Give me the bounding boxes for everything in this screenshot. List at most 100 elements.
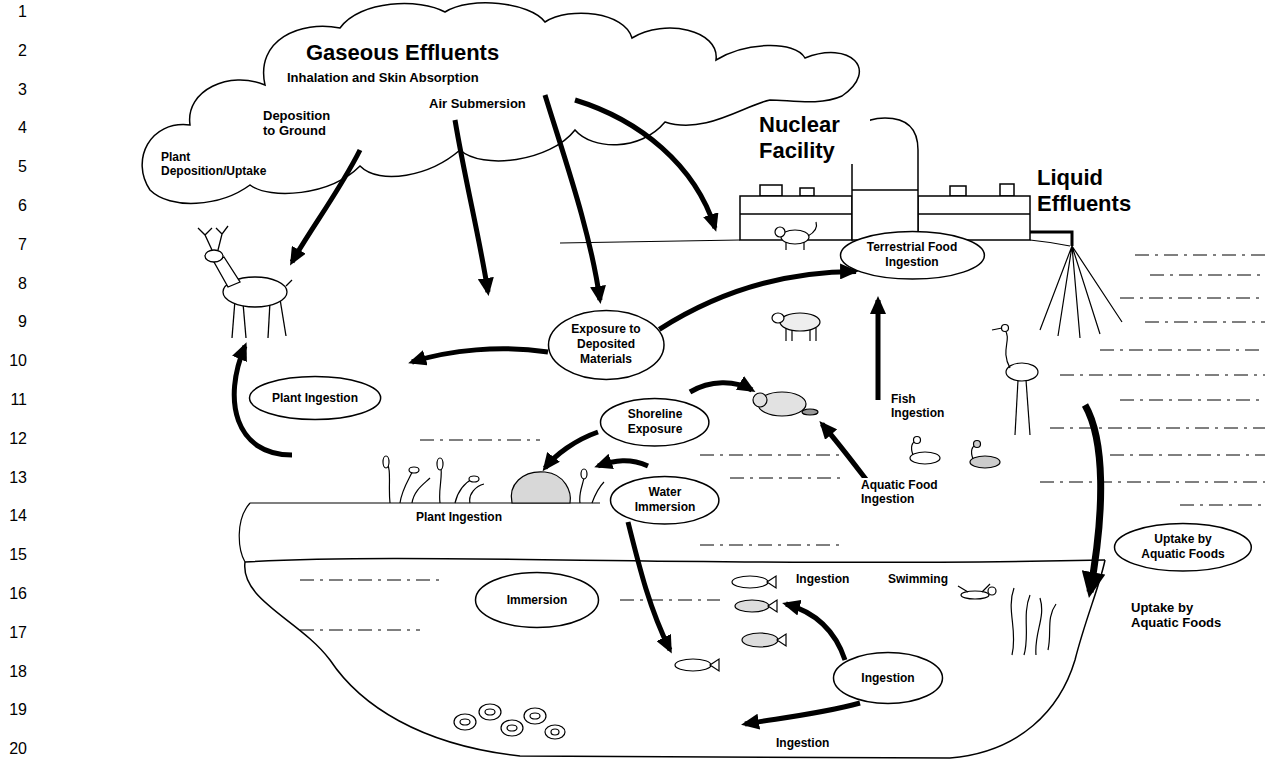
- animal-figures-part: [753, 393, 767, 407]
- fish-figures-part: [767, 576, 776, 588]
- pathway-name: Shoreline Exposure: [620, 407, 690, 437]
- immersion-ellipse: Water Immersion: [609, 475, 720, 526]
- pathway-label: Fish Ingestion: [890, 392, 954, 420]
- heron-figure-part: [992, 328, 1002, 330]
- pathway-arrows-part: [455, 120, 488, 292]
- pathway-arrows: [234, 95, 1100, 724]
- shore-plants-part: [386, 460, 604, 503]
- pathway-label: Ingestion: [775, 736, 830, 750]
- water-lines-part: [300, 440, 850, 630]
- deer-figure-part: [268, 302, 270, 338]
- seaweed-and-swimmer-part: [958, 584, 990, 592]
- heron-figure-part: [1006, 363, 1038, 381]
- duck-figures-part: [910, 452, 940, 464]
- nuclear-facility-part: [852, 189, 918, 191]
- seaweed-and-swimmer-part: [1011, 588, 1056, 655]
- shore-plants-part: [469, 476, 479, 482]
- pathway-arrows-part: [745, 703, 860, 724]
- pathway-arrows-part: [545, 95, 600, 300]
- clam-figures-part: [524, 708, 546, 724]
- seaweed-and-swimmer-part: [961, 591, 989, 599]
- water-basin-part: [245, 559, 1105, 563]
- nuclear-facility-part: [760, 185, 782, 196]
- line-number: 16: [2, 584, 28, 603]
- animal-figures-part: [772, 313, 784, 323]
- cloud-outline: [142, 3, 859, 204]
- fish-figures: [675, 576, 786, 671]
- animal-figures-part: [809, 329, 810, 341]
- clam-figures-part: [454, 714, 476, 730]
- ellipse-text-group: Plant Ingestion: [272, 391, 358, 406]
- animal-figures-part: [785, 242, 786, 250]
- pathway-arrows-part: [876, 300, 881, 400]
- nuclear-facility-part: [950, 186, 966, 196]
- fish-figures-part: [675, 659, 711, 671]
- duck-figures-part: [914, 437, 921, 444]
- ellipse-shape: [476, 573, 599, 628]
- animal-figures-part: [803, 242, 804, 250]
- deer-figure-part: [280, 299, 286, 336]
- cloud-outline-part: [142, 3, 859, 204]
- pathway-arrows-part: [575, 100, 715, 228]
- ellipse-text-group: Uptake by Aquatic Foods: [1138, 532, 1228, 562]
- ellipse-text-group: Ingestion: [861, 671, 914, 686]
- animal-figures-part: [780, 313, 820, 331]
- pathway-label: Swimming: [887, 572, 949, 586]
- outfall-pipe-part: [1040, 246, 1122, 338]
- shore-plants-part: [409, 467, 419, 473]
- line-number: 19: [2, 700, 28, 719]
- ellipse-text-group: Shoreline Exposure: [620, 407, 690, 437]
- fish-figures-part: [710, 659, 719, 671]
- immersion-ellipse: Immersion: [474, 571, 600, 629]
- pathway-name: Exposure to Deposited Materials: [569, 322, 644, 367]
- ellipse-text-group: Exposure to Deposited Materials: [569, 322, 644, 367]
- ellipse-shape: [548, 311, 664, 380]
- pathway-label: Air Submersion: [428, 96, 527, 111]
- pathway-name: Uptake by Aquatic Foods: [1138, 532, 1228, 562]
- deer-figure-part: [198, 226, 228, 250]
- water-lines: [300, 255, 1265, 630]
- deer-figure: [198, 226, 292, 338]
- fish-figures-part: [742, 633, 778, 647]
- pathway-name: Water Immersion: [630, 485, 700, 515]
- source-label: Nuclear Facility: [758, 112, 870, 164]
- pathway-label: Plant Ingestion: [415, 510, 503, 524]
- fish-figures-part: [768, 600, 777, 612]
- line-number: 2: [2, 41, 28, 60]
- shore-lines: [239, 240, 1070, 562]
- pathway-name: Terrestrial Food Ingestion: [864, 240, 959, 270]
- seaweed-and-swimmer-part: [988, 587, 996, 595]
- outfall-pipe: [1030, 232, 1122, 338]
- pathway-name: Plant Ingestion: [272, 391, 358, 406]
- duck-figures-part: [970, 456, 1000, 468]
- line-number: 20: [2, 739, 28, 758]
- outfall-pipe-part: [1030, 232, 1072, 246]
- pathway-arrows-part: [292, 150, 360, 262]
- clam-figures-part: [507, 725, 517, 731]
- line-number: 1: [2, 2, 28, 21]
- shore-lines-part: [239, 503, 250, 562]
- pathway-label: Uptake by Aquatic Foods: [1130, 600, 1227, 630]
- pathway-label: Inhalation and Skin Absorption: [286, 70, 480, 85]
- line-number: 12: [2, 429, 28, 448]
- line-number: 15: [2, 545, 28, 564]
- pathway-name: Immersion: [507, 593, 568, 608]
- nuclear-facility-part: [1000, 184, 1014, 196]
- pathway-label: Deposition to Ground: [262, 108, 342, 138]
- water-basin: [245, 559, 1105, 758]
- heron-figure-part: [1005, 330, 1010, 368]
- shore-plants: [383, 456, 604, 503]
- ellipse-text-group: Immersion: [507, 593, 568, 608]
- ellipse-text-group: Terrestrial Food Ingestion: [864, 240, 959, 270]
- pathway-arrows-part: [786, 604, 845, 660]
- heron-figure: [992, 325, 1038, 436]
- nuclear-facility-part: [800, 188, 814, 196]
- heron-figure-part: [1002, 325, 1009, 332]
- exposure-ellipse: Exposure to Deposited Materials: [547, 309, 666, 381]
- line-number: 9: [2, 312, 28, 331]
- pathway-arrows-part: [822, 424, 868, 482]
- line-number: 18: [2, 662, 28, 681]
- pathway-name: Ingestion: [861, 671, 914, 686]
- deer-figure-part: [286, 280, 292, 286]
